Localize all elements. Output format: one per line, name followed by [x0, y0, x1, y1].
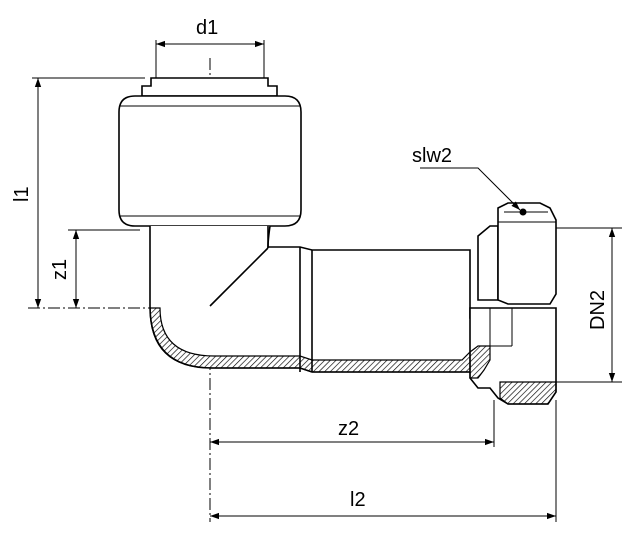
- top-push-fit-socket: [118, 77, 302, 227]
- label-d1: d1: [196, 17, 218, 39]
- label-l1: l1: [11, 186, 33, 202]
- dimension-slw2: slw2: [412, 145, 521, 211]
- union-nut: [469, 202, 557, 405]
- label-z2: z2: [338, 418, 359, 440]
- dimension-DN2: DN2: [587, 228, 616, 382]
- elbow-body: [149, 225, 479, 373]
- dimension-z1: z1: [49, 230, 80, 308]
- slw2-marker-dot: [519, 208, 527, 216]
- dimension-d1: d1: [156, 17, 264, 48]
- label-slw2: slw2: [412, 145, 452, 167]
- dimension-l1: l1: [11, 78, 42, 308]
- label-l2: l2: [350, 489, 366, 511]
- dimension-l2: l2: [210, 489, 556, 520]
- dimension-z2: z2: [210, 418, 494, 446]
- label-z1: z1: [49, 259, 71, 280]
- label-DN2: DN2: [587, 290, 609, 330]
